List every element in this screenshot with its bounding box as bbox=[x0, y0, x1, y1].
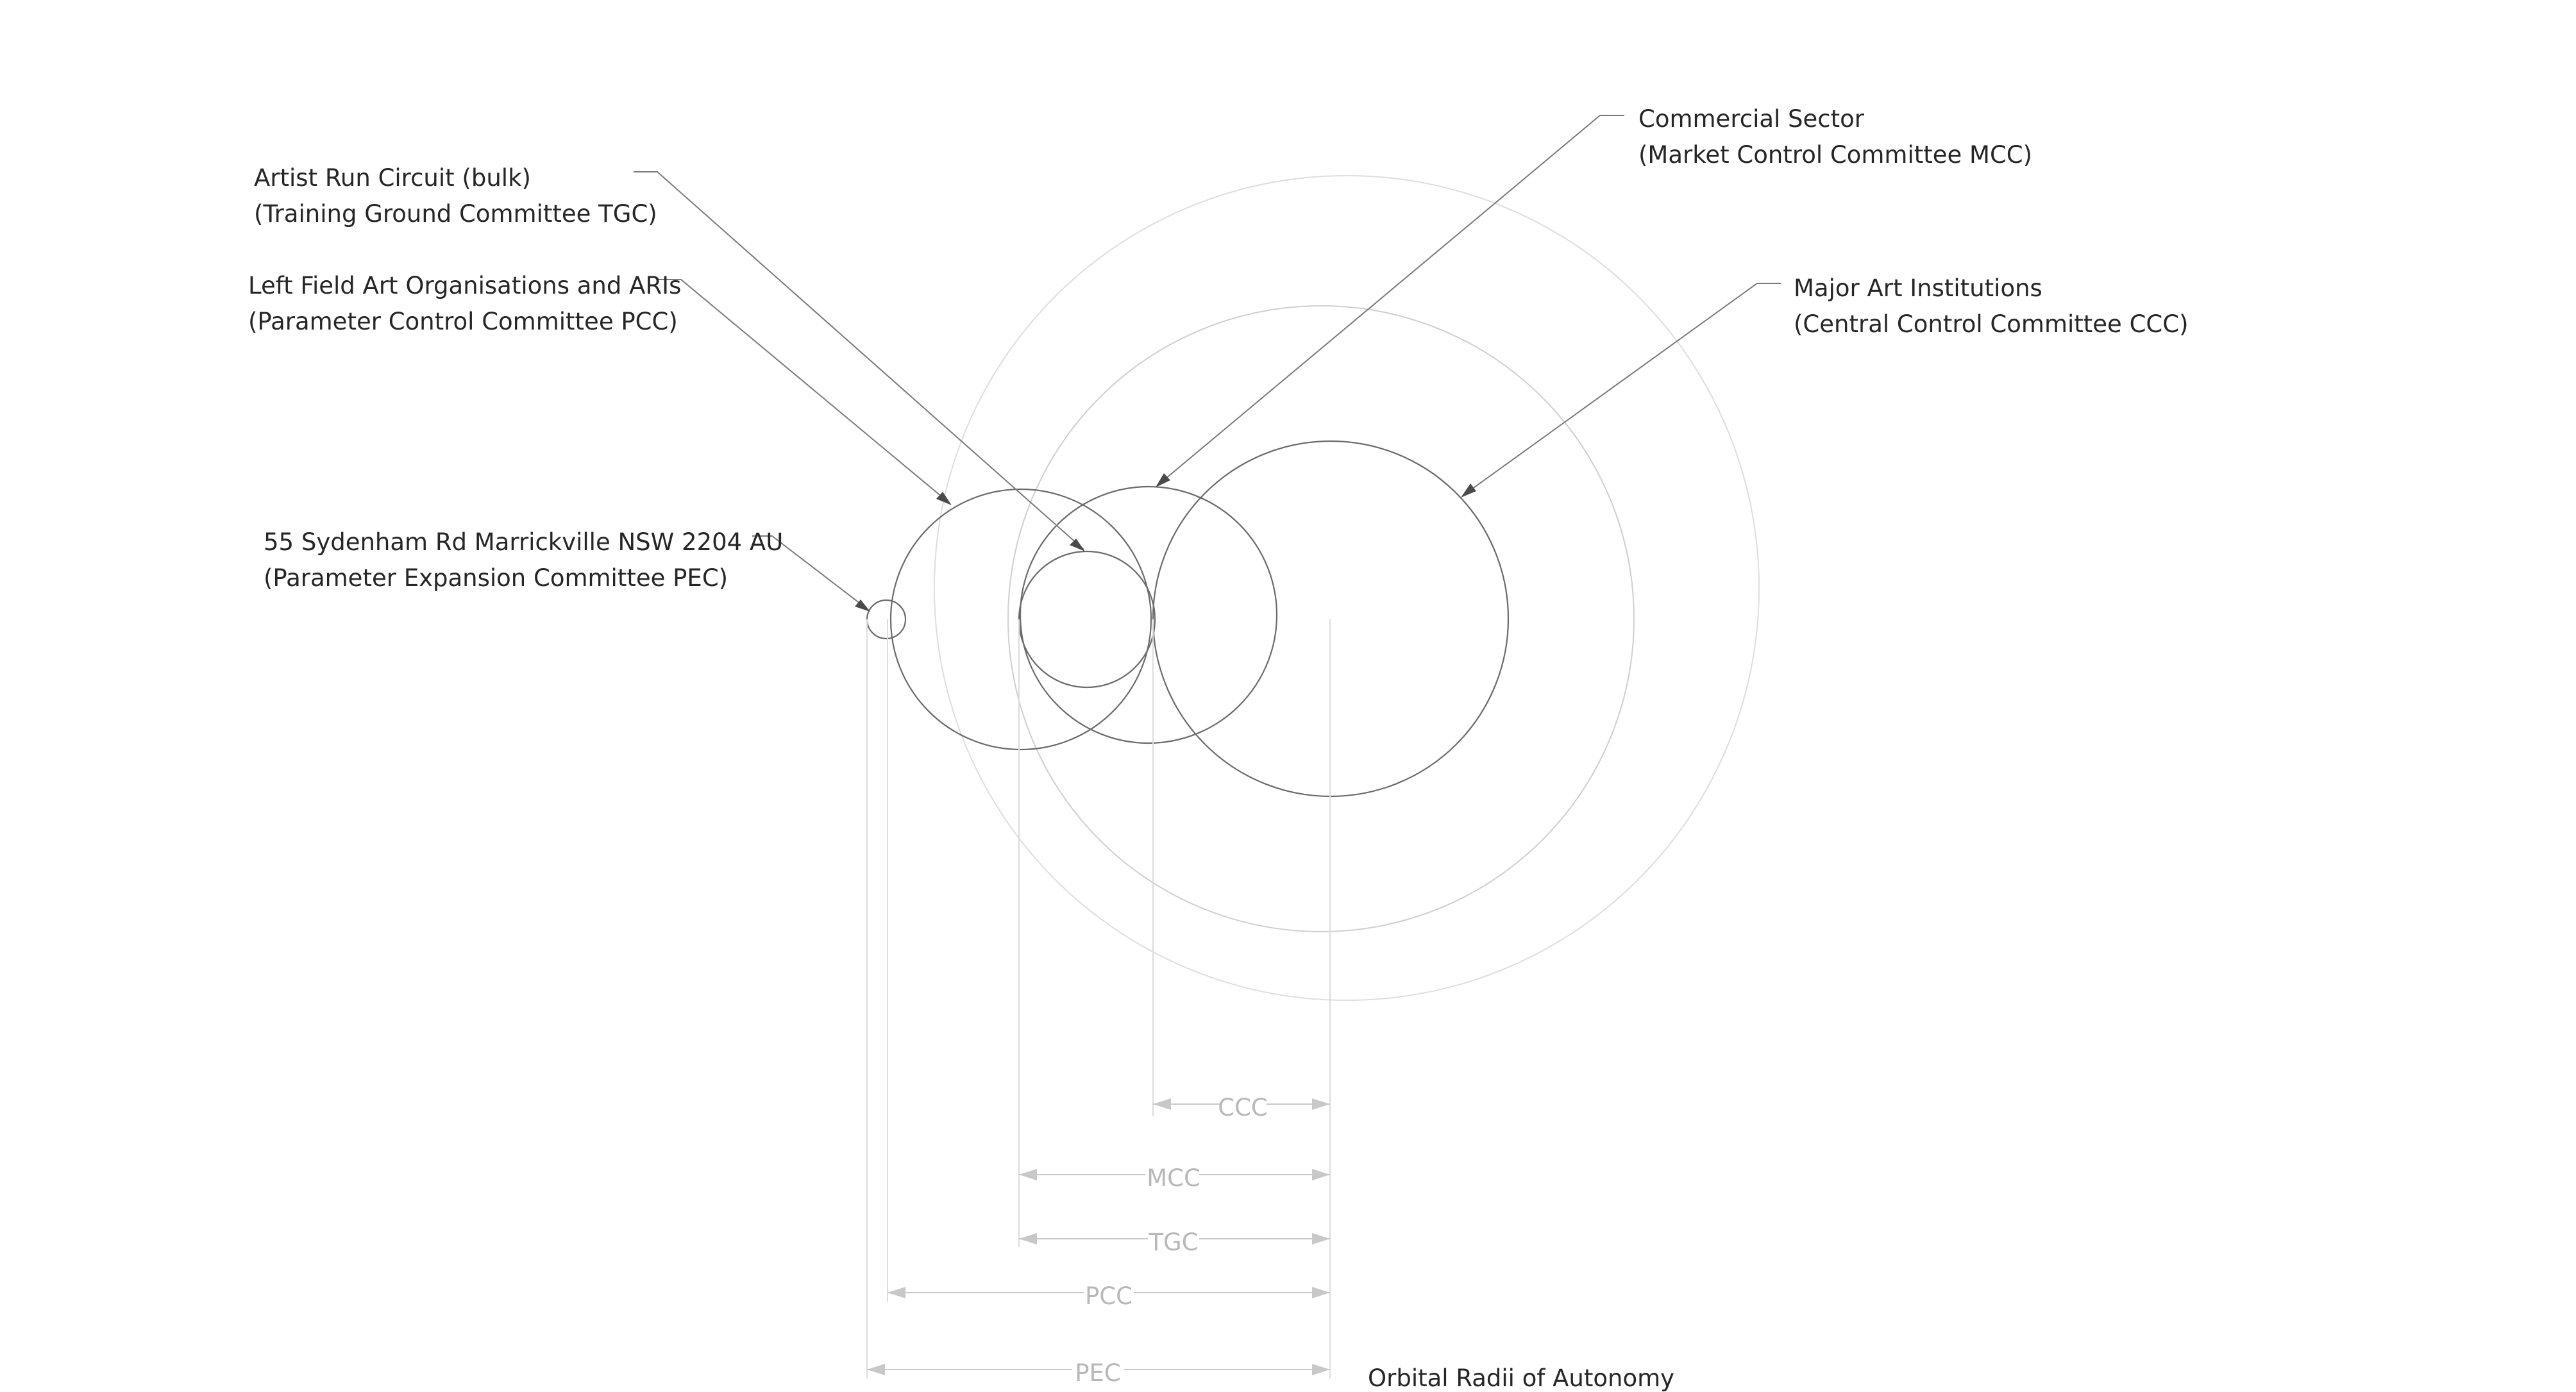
tgc-circle bbox=[1018, 550, 1156, 689]
mcc-circle bbox=[1019, 485, 1278, 744]
label-artist-run-circuit-line2: (Training Ground Committee TGC) bbox=[254, 200, 657, 228]
dimension-pec: PEC bbox=[867, 1359, 1330, 1387]
label-artist-run-circuit-line1: Artist Run Circuit (bulk) bbox=[254, 164, 531, 192]
dimension-tgc-label: TGC bbox=[1148, 1228, 1198, 1256]
label-commercial-line2: (Market Control Committee MCC) bbox=[1638, 141, 2032, 169]
diagram-caption: Orbital Radii of Autonomy bbox=[1368, 1364, 1674, 1392]
label-sydenham-line1: 55 Sydenham Rd Marrickville NSW 2204 AU bbox=[264, 528, 783, 556]
pcc-circle bbox=[889, 488, 1152, 751]
label-sydenham-line2: (Parameter Expansion Committee PEC) bbox=[264, 564, 728, 592]
label-left-field: Left Field Art Organisations and ARIs (P… bbox=[248, 272, 681, 335]
leader-left-field bbox=[657, 279, 952, 505]
dimension-mcc: MCC bbox=[1019, 1164, 1330, 1192]
label-artist-run-circuit: Artist Run Circuit (bulk) (Training Grou… bbox=[254, 164, 657, 228]
dimension-ccc-label: CCC bbox=[1218, 1094, 1268, 1121]
dimension-pec-label: PEC bbox=[1075, 1359, 1121, 1387]
leader-major-institutions bbox=[1461, 283, 1781, 498]
leader-artist-run-circuit bbox=[634, 171, 1085, 551]
label-left-field-line2: (Parameter Control Committee PCC) bbox=[248, 308, 678, 335]
label-left-field-line1: Left Field Art Organisations and ARIs bbox=[248, 272, 681, 299]
leader-commercial bbox=[1156, 115, 1624, 487]
dimension-pcc: PCC bbox=[888, 1282, 1330, 1310]
pec-circle bbox=[866, 599, 907, 640]
label-sydenham: 55 Sydenham Rd Marrickville NSW 2204 AU … bbox=[264, 528, 783, 592]
dimension-mcc-label: MCC bbox=[1147, 1164, 1200, 1192]
dimension-ccc: CCC bbox=[1153, 1094, 1330, 1121]
dimension-tgc: TGC bbox=[1019, 1228, 1330, 1256]
middle-orbit-ring bbox=[1007, 305, 1635, 932]
label-major-institutions-line2: (Central Control Committee CCC) bbox=[1794, 310, 2189, 338]
dimension-pcc-label: PCC bbox=[1085, 1282, 1132, 1310]
outer-orbit-ring bbox=[934, 175, 1760, 1001]
label-major-institutions: Major Art Institutions (Central Control … bbox=[1794, 274, 2189, 338]
label-commercial-line1: Commercial Sector bbox=[1638, 105, 1865, 133]
label-commercial: Commercial Sector (Market Control Commit… bbox=[1638, 105, 2032, 169]
label-major-institutions-line1: Major Art Institutions bbox=[1794, 274, 2042, 302]
leader-sydenham bbox=[752, 535, 870, 612]
